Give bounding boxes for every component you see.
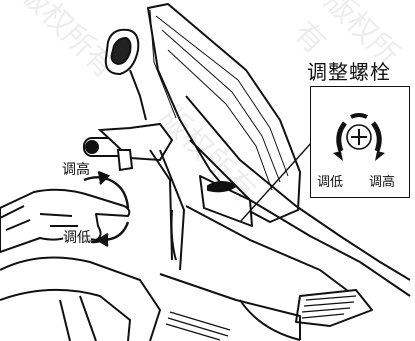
screw-icon bbox=[333, 113, 385, 161]
callout-lower-label: 调低 bbox=[317, 175, 344, 190]
mirror bbox=[104, 28, 147, 121]
callout-raise-label: 调高 bbox=[369, 175, 396, 190]
hand bbox=[0, 188, 131, 253]
handlebar bbox=[83, 122, 186, 271]
adjust-screw-callout: 调低 调高 bbox=[310, 86, 410, 198]
side-body bbox=[0, 256, 162, 341]
hand-lower-label: 调低 bbox=[63, 230, 91, 246]
counterclockwise-arrow-icon bbox=[333, 151, 343, 161]
grille bbox=[165, 295, 357, 341]
clockwise-arrow-icon bbox=[375, 151, 385, 161]
hand-raise-label: 调高 bbox=[62, 162, 90, 178]
windscreen bbox=[147, 3, 301, 223]
hand-rotation-arrows bbox=[83, 170, 130, 248]
callout-leader bbox=[239, 141, 313, 223]
callout-title: 调整螺栓 bbox=[307, 60, 391, 84]
